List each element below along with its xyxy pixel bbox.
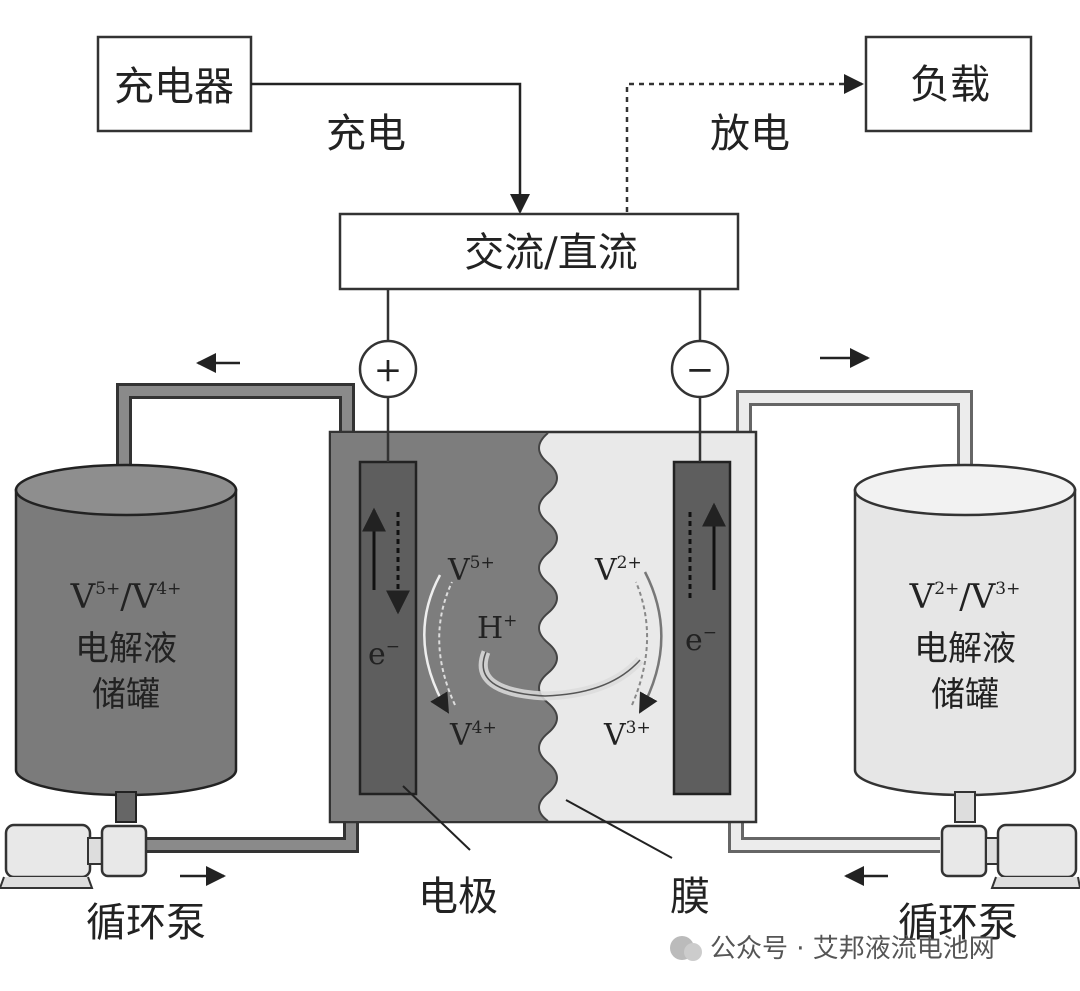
discharge-line: [625, 74, 864, 212]
right-reaction-arrow-outer: [638, 571, 663, 714]
right-tank-ion-label: V2+/V3+: [909, 577, 1021, 617]
electrode-pointer: [402, 785, 471, 851]
left-pump: [0, 823, 148, 889]
membrane-pointer: [565, 799, 673, 859]
left-tank-line2: 电解液: [75, 629, 177, 669]
right-electron-label: e−: [685, 623, 717, 658]
converter-box: [338, 212, 740, 291]
membrane-label: 膜: [670, 874, 710, 920]
right-pump: [940, 823, 1080, 889]
negative-terminal-sign: −: [686, 350, 715, 390]
ion-v4-label: V4+: [449, 718, 497, 753]
ion-v3-label: V3+: [603, 718, 651, 753]
ion-v5-label: V5+: [447, 553, 495, 588]
left-pump-label: 循环泵: [86, 900, 206, 946]
right-tank-line2: 电解液: [914, 629, 1016, 669]
left-reaction-arrow-inner: [438, 581, 456, 706]
left-tank-line3: 储罐: [92, 675, 160, 715]
charge-label: 充电: [326, 111, 406, 157]
right-pump-label: 循环泵: [898, 900, 1018, 946]
load-box: [864, 35, 1033, 133]
positive-terminal-sign: +: [374, 350, 403, 390]
electrode-label: 电极: [418, 874, 498, 920]
left-electron-label: e−: [368, 637, 400, 672]
ion-v2-label: V2+: [594, 553, 642, 588]
left-tank-stem: [115, 791, 137, 823]
left-reaction-arrow-outer: [423, 574, 450, 714]
membrane: [538, 432, 558, 822]
charger-box: [96, 35, 253, 133]
left-tank-ion-label: V5+/V4+: [70, 577, 182, 617]
right-tank-stem: [954, 791, 976, 823]
left-pipe-top: [116, 383, 355, 470]
left-tank: [14, 463, 238, 797]
right-tank: [853, 463, 1077, 797]
watermark-text: 公众号 · 艾邦液流电池网: [710, 934, 995, 964]
charger-label: 充电器: [114, 64, 234, 110]
discharge-label: 放电: [710, 111, 790, 157]
right-pipe-top: [736, 390, 973, 470]
negative-terminal: [670, 339, 730, 399]
converter-label: 交流/直流: [464, 230, 637, 276]
ion-h-label: H+: [477, 611, 517, 646]
right-reaction-arrow-inner: [631, 581, 648, 706]
left-electrode: [358, 460, 418, 796]
right-tank-line3: 储罐: [931, 675, 999, 715]
watermark: 公众号 · 艾邦液流电池网: [670, 934, 995, 964]
charge-line: [251, 82, 530, 214]
positive-terminal: [358, 339, 418, 399]
load-label: 负载: [910, 62, 990, 108]
